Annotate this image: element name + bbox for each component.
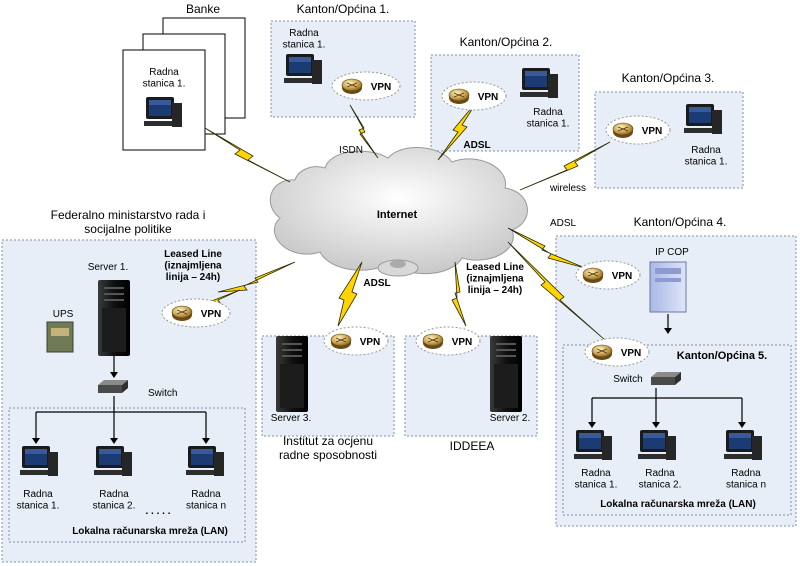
institut-server-label: Server 3. [271,413,312,424]
bolt-banke [204,127,291,183]
kanton5-vpn-label: VPN [621,348,642,359]
kanton3-vpn-label: VPN [642,126,663,137]
kanton3-link-label: wireless [549,183,586,194]
iddeea-server-icon [489,335,523,413]
ministry-arrow-icon [110,372,118,378]
kanton5-title: Kanton/Općina 5. [677,350,767,362]
link-bolts [199,99,611,341]
ministry-ups-label: UPS [53,309,74,320]
iddeea-vpn-label: VPN [452,337,473,348]
kanton1-router-icon [341,78,363,95]
ministry-switch-icon [98,380,128,393]
internet-label: Internet [377,209,418,221]
kanton4-device-label: IP COP [655,247,689,258]
kanton1-link-label: ISDN [339,145,363,156]
kanton4-vpn-label: VPN [612,271,633,282]
kanton2-vpn-label: VPN [478,92,499,103]
bolt-ministry [217,261,296,293]
ministry-dots: . . . . . [145,506,170,517]
ipcop-server-icon [649,261,687,313]
bolt-iddeea [451,261,467,327]
ministry-switch-label: Switch [148,388,177,399]
kanton2-title: Kanton/Općina 2. [460,35,553,49]
institut-vpn-label: VPN [360,337,381,348]
kanton2-link-label: ADSL [463,140,490,151]
ministry-vpn-label: VPN [201,309,222,320]
bolt-kanton1 [349,104,379,159]
iddeea-title: IDDEEA [450,439,495,453]
banke-title: Banke [186,2,220,16]
kanton5-router-icon [591,344,613,361]
kanton4-arrow-icon [664,328,672,334]
institut-server-icon [275,335,309,413]
kanton5-lan-label: Lokalna računarska mreža (LAN) [600,499,756,510]
iddeea-server-label: Server 2. [490,413,531,424]
kanton5-lan-lines [588,388,746,428]
kanton1-title: Kanton/Općina 1. [297,2,390,16]
bolt-kanton3 [519,141,611,191]
kanton4-router-icon [582,267,604,284]
ministry-lan-label: Lokalna računarska mreža (LAN) [72,526,228,537]
internet-cloud [269,146,528,277]
ministry-server-icon [97,279,131,357]
kanton4-link-label: ADSL [550,218,577,229]
kanton5-switch-label: Switch [613,374,642,385]
bolt-institut [337,261,363,327]
iddeea-router-icon [422,333,444,350]
kanton3-router-icon [612,122,634,139]
kanton1-vpn-label: VPN [371,82,392,93]
ministry-lan-lines [32,396,210,444]
kanton4-title: Kanton/Općina 4. [634,215,727,229]
ups-icon [46,321,74,353]
institut-router-icon [330,333,352,350]
institut-link-label: ADSL [363,278,390,289]
bolt-kanton2 [437,99,479,161]
kanton5-switch-icon [651,372,681,385]
kanton2-router-icon [448,88,470,105]
kanton3-title: Kanton/Općina 3. [622,71,715,85]
ministry-server-label: Server 1. [88,262,129,273]
ministry-router-icon [171,305,193,322]
